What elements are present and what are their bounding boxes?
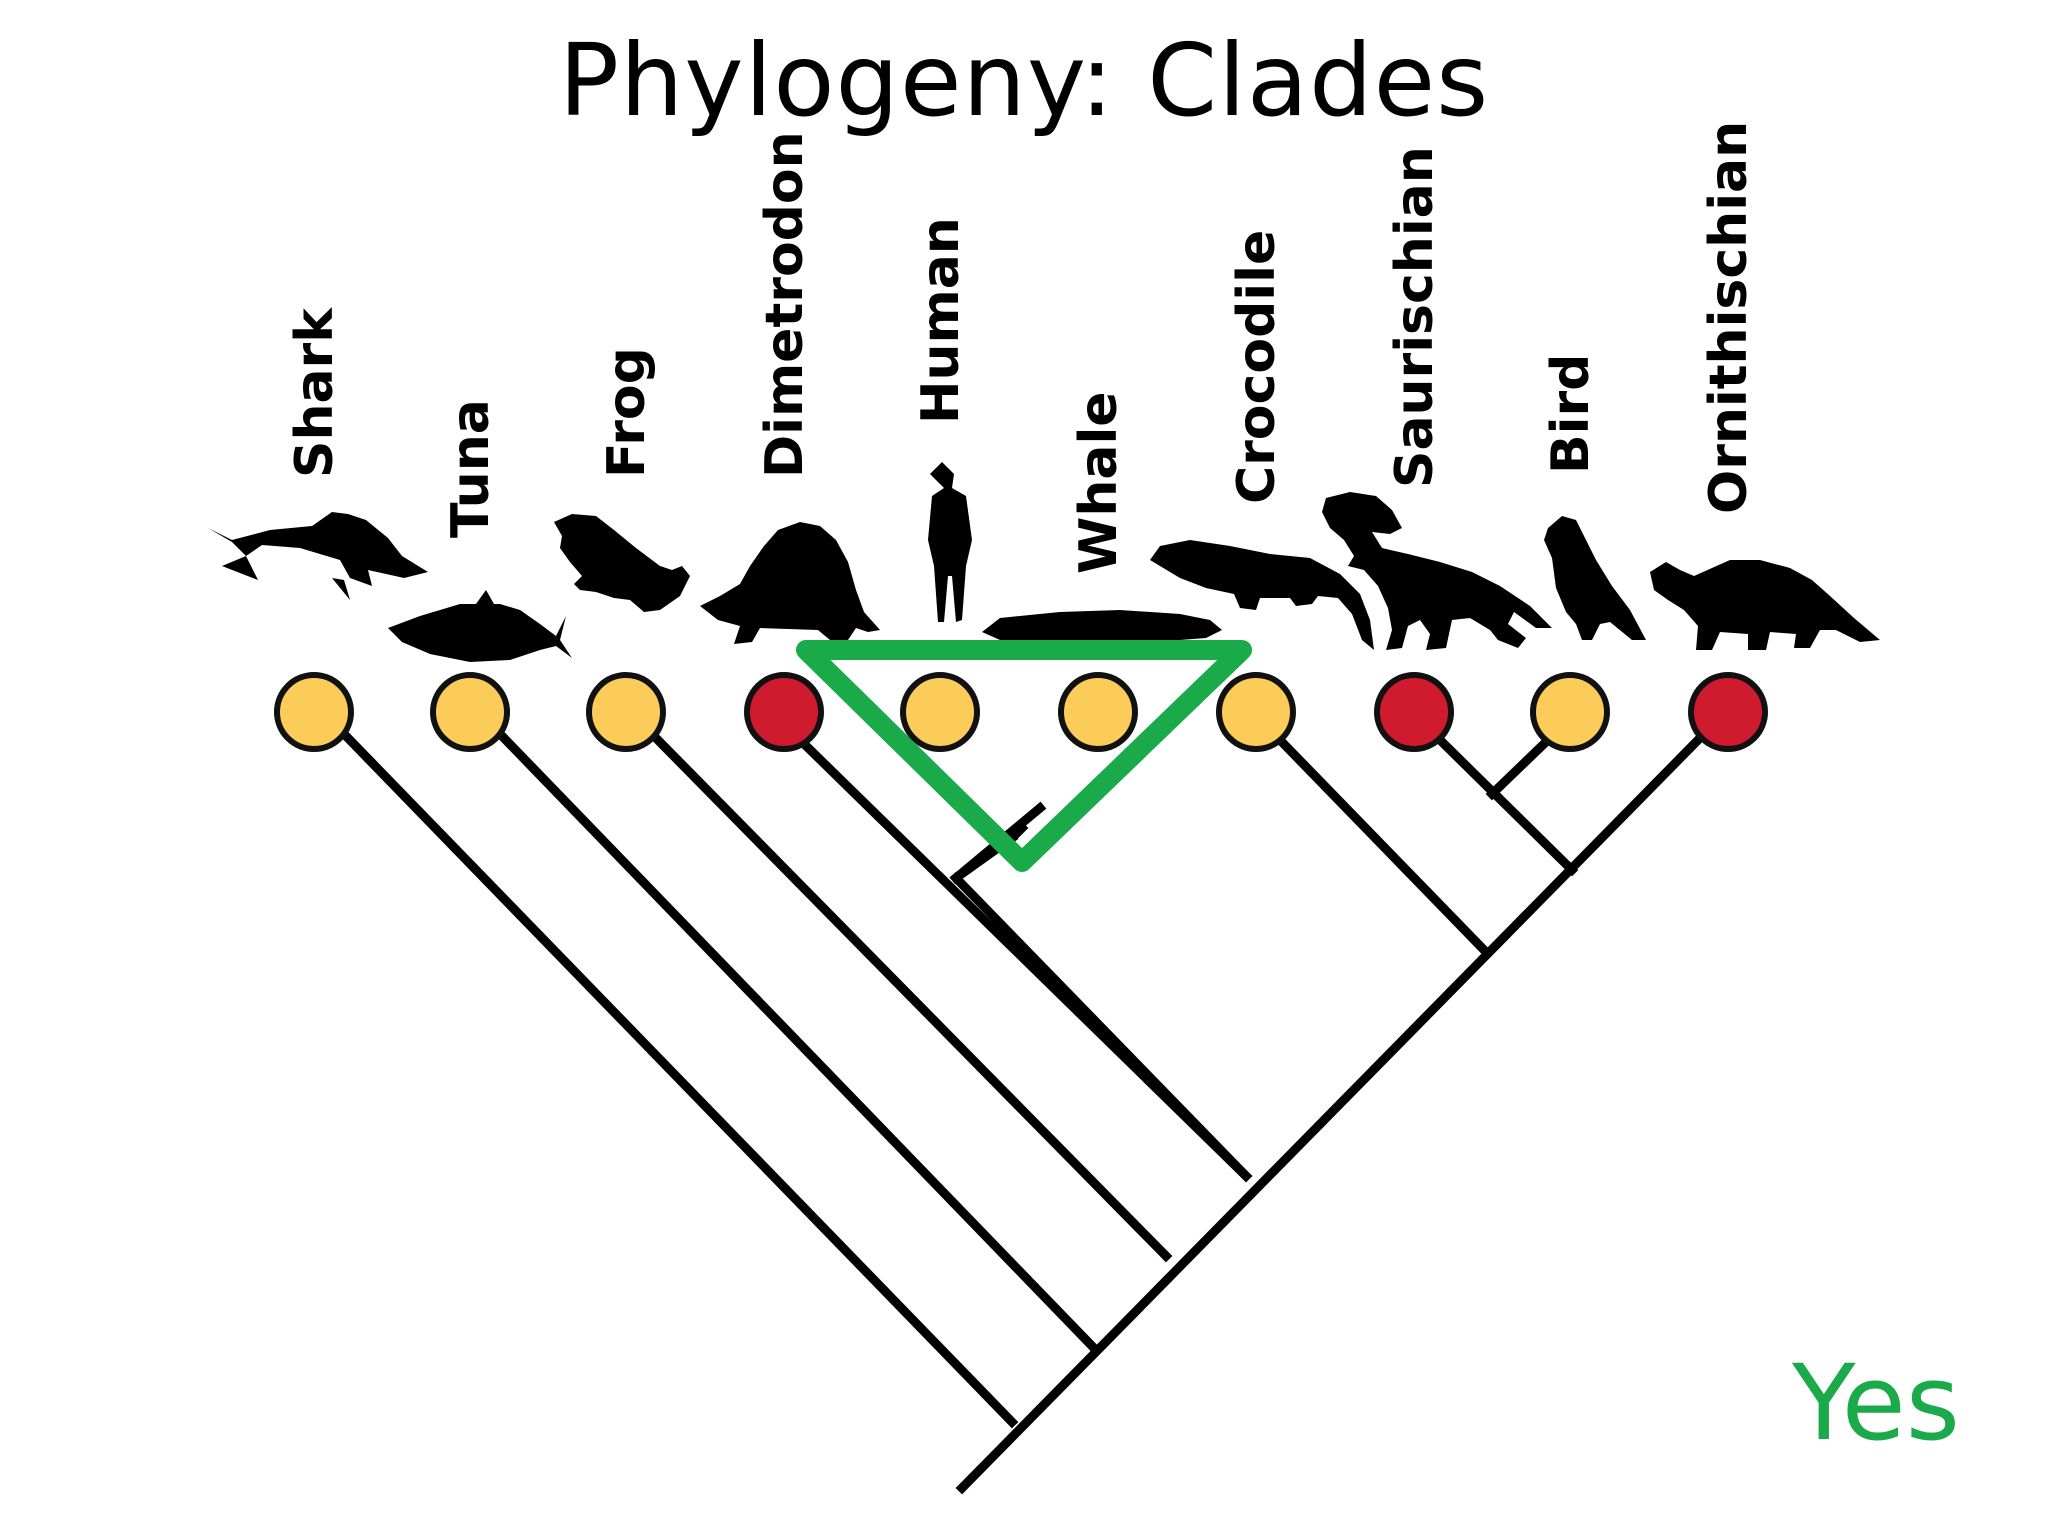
clade-highlight-triangle <box>796 640 1252 872</box>
tip-nodes <box>274 672 1768 752</box>
node-saurischian <box>1374 672 1454 752</box>
taxon-label-whale: Whale <box>1069 391 1129 574</box>
node-frog <box>586 672 666 752</box>
taxon-label-human: Human <box>911 217 971 424</box>
node-dimetrodon <box>744 672 824 752</box>
node-tuna <box>430 672 510 752</box>
node-ornithischian <box>1688 672 1768 752</box>
taxon-label-saurischian: Saurischian <box>1385 146 1445 488</box>
node-shark <box>274 672 354 752</box>
branch-ornithischian-spine <box>955 731 1707 1495</box>
node-bird <box>1530 672 1610 752</box>
branch-frog <box>647 729 1173 1263</box>
verdict-answer: Yes <box>1792 1342 1960 1464</box>
branch-bird <box>1485 733 1555 801</box>
branch-tuna <box>495 729 1099 1353</box>
branch-crocodile <box>1273 733 1493 959</box>
taxon-label-ornithischian: Ornithischian <box>1699 121 1759 514</box>
frog-silhouette <box>554 514 690 612</box>
node-whale <box>1058 672 1138 752</box>
dimetrodon-silhouette <box>700 522 880 644</box>
branch-mammal-stem <box>949 871 1253 1183</box>
taxon-label-frog: Frog <box>597 347 657 478</box>
human-silhouette <box>928 462 972 622</box>
node-crocodile <box>1216 672 1296 752</box>
taxon-label-tuna: Tuna <box>441 399 501 538</box>
taxon-label-shark: Shark <box>285 307 345 478</box>
taxon-label-crocodile: Crocodile <box>1227 230 1287 504</box>
slide-title: Phylogeny: Clades <box>558 22 1490 139</box>
taxon-label-dimetrodon: Dimetrodon <box>755 131 815 478</box>
whale-silhouette <box>982 610 1222 642</box>
shark-silhouette <box>208 512 428 600</box>
ornithischian-silhouette <box>1650 560 1880 650</box>
animal-silhouettes <box>208 462 1880 662</box>
tuna-silhouette <box>388 590 572 662</box>
tree-branches <box>339 729 1707 1495</box>
crocodile-silhouette <box>1150 540 1374 650</box>
taxon-label-bird: Bird <box>1541 354 1601 474</box>
node-human <box>900 672 980 752</box>
bird-silhouette <box>1544 516 1646 640</box>
saurischian-silhouette <box>1322 492 1552 650</box>
branch-saurischian <box>1433 733 1579 877</box>
branch-shark <box>339 729 1019 1429</box>
